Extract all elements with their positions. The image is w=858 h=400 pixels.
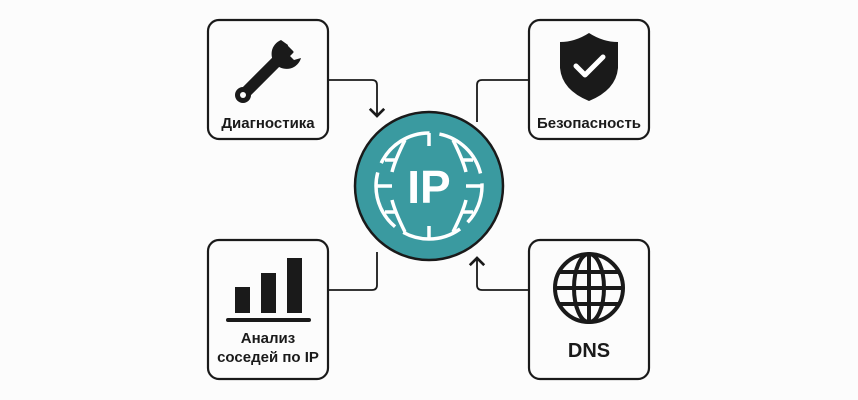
connector-dns <box>468 256 529 291</box>
node-label-security: Безопасность <box>536 115 642 132</box>
svg-text:IP: IP <box>407 161 450 213</box>
node-label-neighbors-line2: соседей по IP <box>217 349 319 366</box>
ip-globe-icon: IP <box>353 110 505 262</box>
shield-check-icon <box>560 33 618 101</box>
connector-security <box>476 79 529 122</box>
node-label-neighbors-line1: Анализ <box>240 330 296 347</box>
node-label-dns: DNS <box>567 340 611 362</box>
connector-diagnostics <box>328 79 386 118</box>
node-box-neighbors <box>206 238 330 381</box>
node-box-dns <box>527 238 651 381</box>
globe-icon <box>553 252 625 324</box>
node-label-diagnostics: Диагностика <box>221 115 315 132</box>
bar-chart-icon <box>226 258 311 322</box>
connector-neighbors <box>328 252 378 291</box>
wrench-icon <box>235 40 301 103</box>
node-label-neighbors: Анализ соседей по IP <box>208 329 328 367</box>
